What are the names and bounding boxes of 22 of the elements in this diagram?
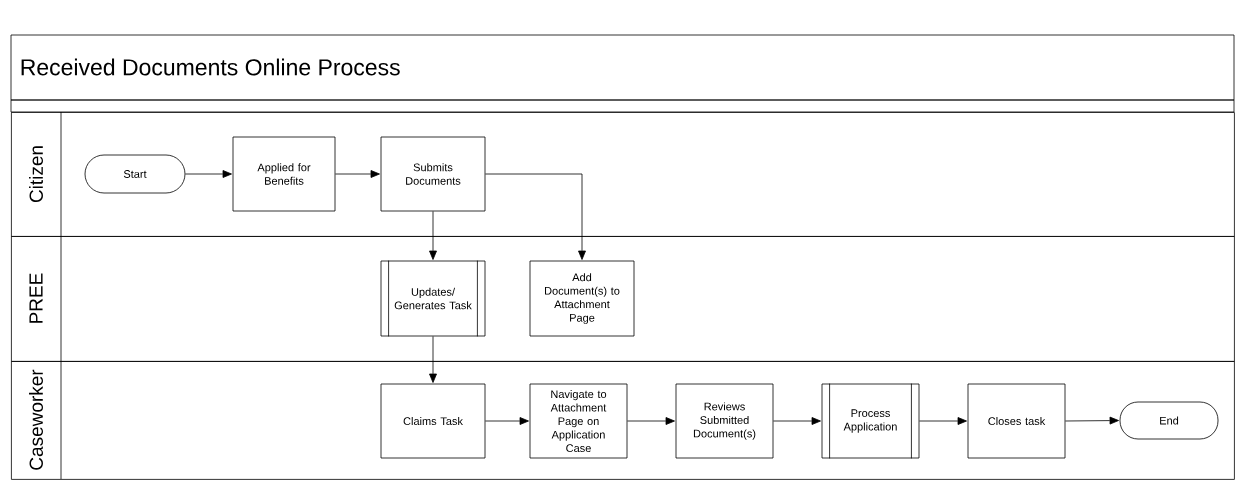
terminator: Start: [84, 154, 186, 194]
arrow: [429, 211, 437, 260]
arrow: [335, 170, 380, 178]
arrow: [185, 170, 232, 178]
arrow: [429, 336, 437, 383]
subprocess-box: Process Application: [821, 383, 920, 459]
arrow: [485, 173, 586, 260]
process-box: Reviews Submitted Document(s): [675, 383, 774, 459]
arrow: [485, 417, 529, 425]
process-box: Closes task: [967, 383, 1066, 459]
arrow: [773, 417, 821, 425]
process-box: Navigate to Attachment Page on Application Case: [529, 383, 628, 459]
arrow: [919, 417, 967, 425]
process-box: Applied for Benefits: [232, 136, 336, 212]
process-box: Claims Task: [380, 383, 486, 459]
arrow: [1065, 416, 1119, 425]
terminator: End: [1119, 401, 1219, 440]
subprocess-box: Updates/ Generates Task: [380, 260, 486, 337]
arrow: [627, 417, 675, 425]
title-band: Received Documents Online Process: [10, 34, 1235, 101]
process-box: Add Document(s) to Attachment Page: [529, 260, 635, 337]
process-box: Submits Documents: [380, 136, 486, 212]
